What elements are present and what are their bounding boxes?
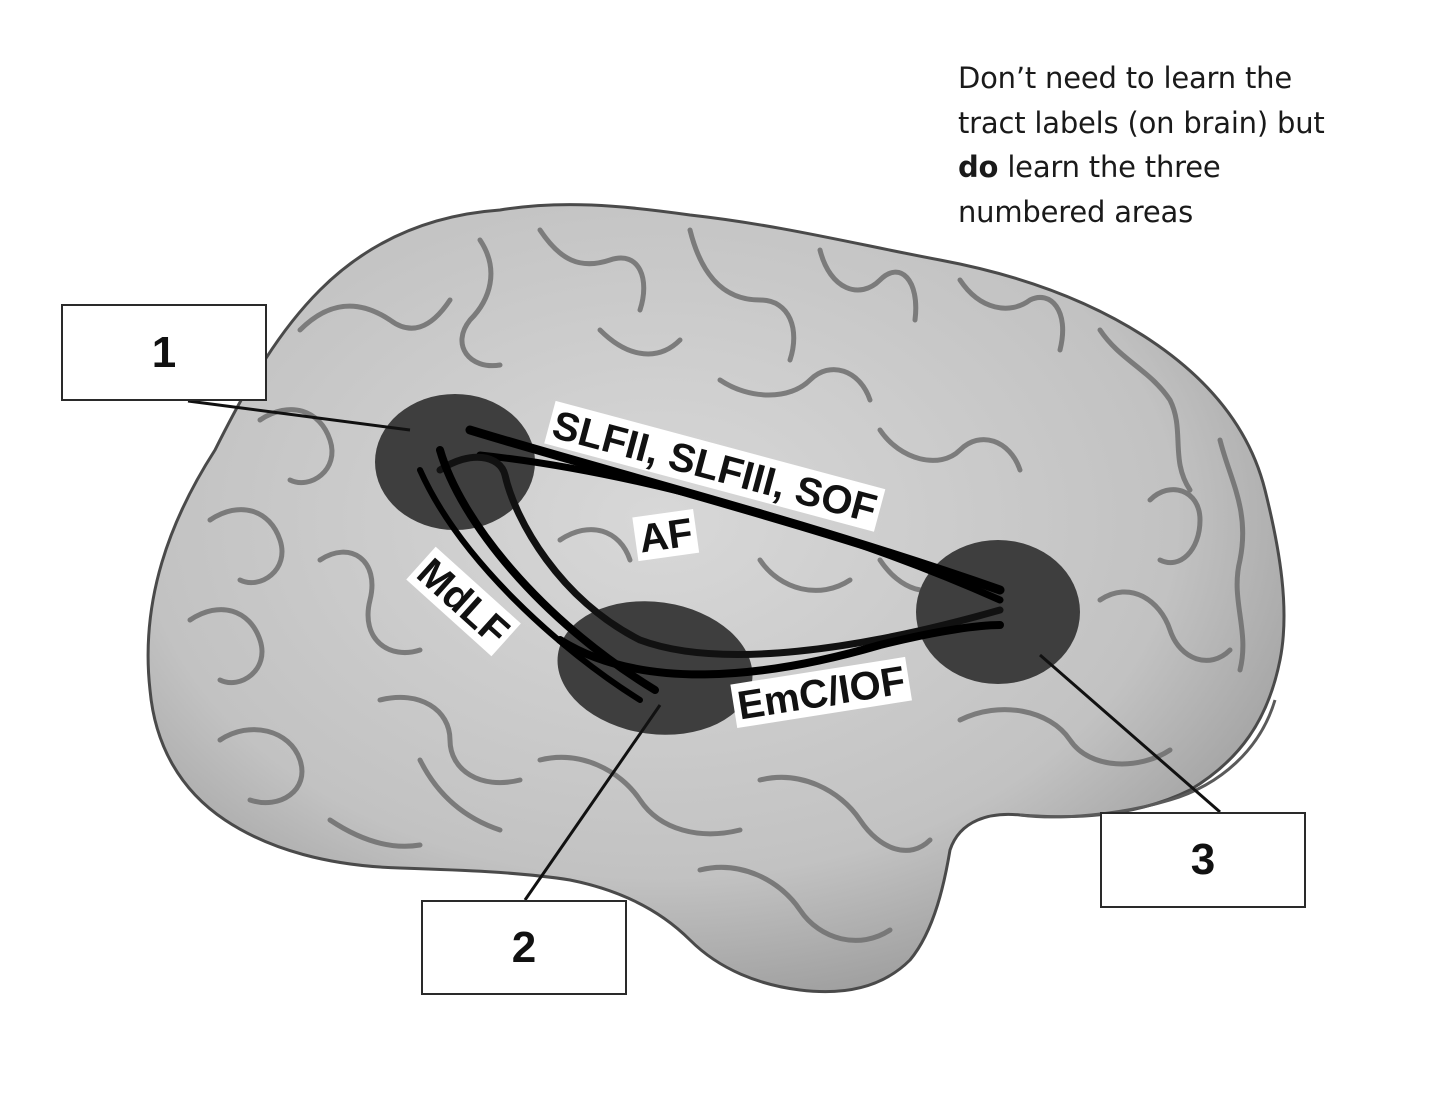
instruction-note: Don’t need to learn the tract labels (on… [958,56,1378,234]
brain-sulci [187,227,1246,943]
note-line-2: tract labels (on brain) but [958,105,1325,140]
pointer-line-2 [523,704,662,901]
area-2-box: 2 [421,900,627,995]
area-3-box: 3 [1100,812,1306,908]
tract-label-af: AF [632,509,700,562]
note-line-3-rest: learn the three [998,150,1221,184]
note-line-1: Don’t need to learn the [958,61,1292,95]
pointer-line-1 [187,399,411,432]
svg-text:AF: AF [636,511,695,562]
area-1-box: 1 [61,304,267,401]
area-2-number: 2 [511,922,537,972]
note-line-3: do learn the three [958,145,1378,190]
tract-lines [417,425,1005,703]
pointer-lines [187,399,1221,901]
brain-cerebellum [1019,699,1277,819]
area-1-number: 1 [151,327,177,377]
note-emphasis: do [958,150,999,184]
pointer-line-3 [1039,653,1221,814]
note-line-4: numbered areas [958,194,1193,229]
area-3-number: 3 [1190,835,1216,884]
